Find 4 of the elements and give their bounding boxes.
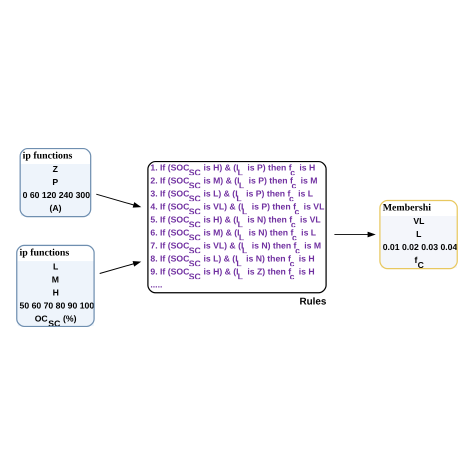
arrow	[96, 193, 142, 208]
node-label: Rules	[299, 296, 326, 307]
arrow	[334, 231, 376, 237]
arrow	[99, 260, 142, 274]
